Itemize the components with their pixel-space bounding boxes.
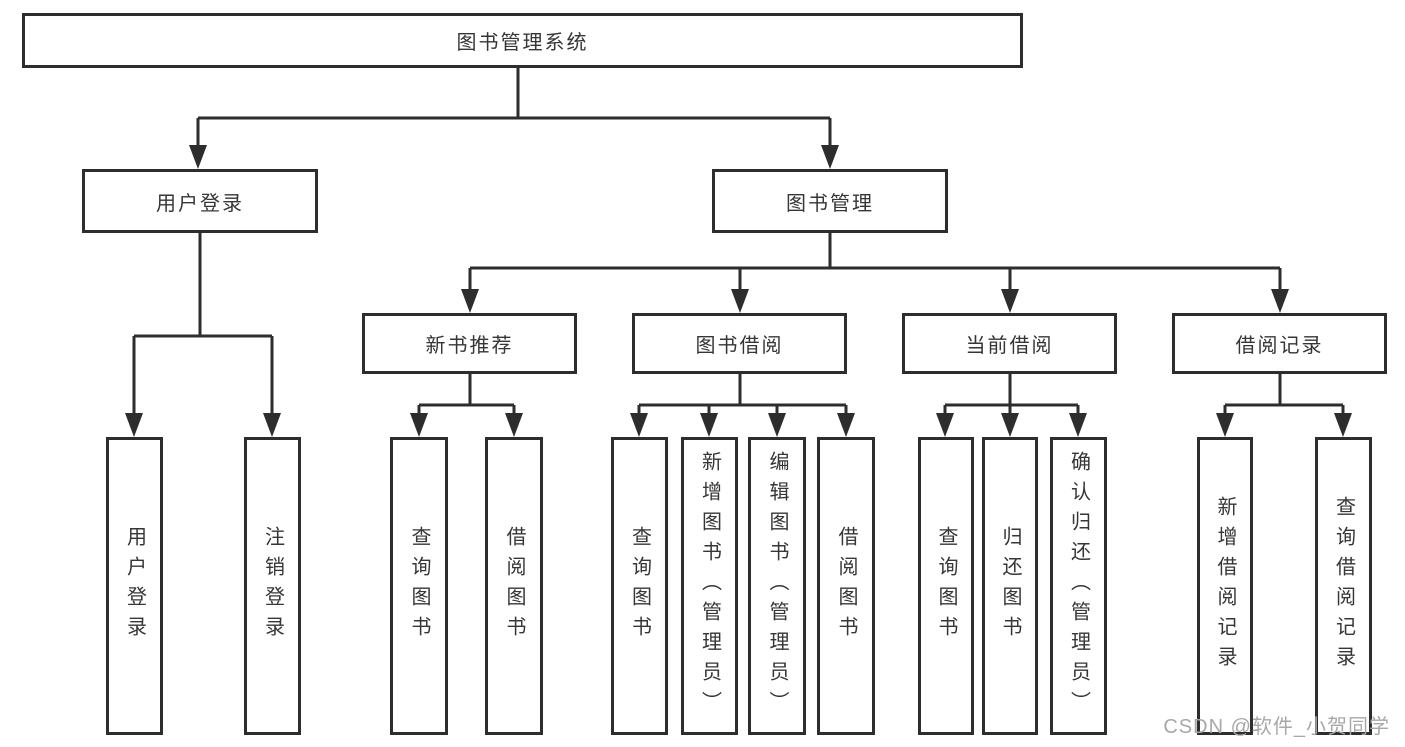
edge-book-mgmt-children (468, 233, 1282, 294)
leaf-label: 新增图书（管理员） (698, 451, 721, 721)
leaf-label: 查询图书 (408, 526, 430, 646)
leaf-borrow-books: 借阅图书 (817, 437, 875, 735)
arrow-down-icon (189, 145, 207, 169)
arrow-down-icon (821, 145, 839, 169)
node-label: 新书推荐 (425, 335, 514, 357)
leaf-borrow-books-recommend: 借阅图书 (485, 437, 543, 735)
leaf-query-books-borrowing: 查询图书 (611, 437, 668, 735)
leaf-label: 用户登录 (123, 526, 146, 646)
connector-lines (132, 68, 1345, 418)
node-user-login: 用户登录 (82, 169, 318, 233)
leaf-label: 新增借阅记录 (1214, 496, 1236, 676)
edge-root-to-level2 (196, 68, 832, 150)
arrow-down-icon (505, 413, 523, 437)
arrow-down-icon (700, 413, 718, 437)
leaf-add-books-admin: 新增图书（管理员） (681, 437, 738, 735)
leaf-logout: 注销登录 (244, 437, 301, 735)
arrow-down-icon (731, 289, 749, 313)
node-borrowing-records: 借阅记录 (1172, 313, 1387, 374)
leaf-confirm-return-admin: 确认归还（管理员） (1050, 437, 1107, 735)
leaf-label: 查询图书 (628, 526, 651, 646)
edge-new-rec-children (417, 374, 516, 418)
leaf-label: 借阅图书 (503, 526, 525, 646)
arrow-down-icon (1216, 413, 1234, 437)
arrow-down-icon (263, 413, 281, 437)
arrow-down-icon (1001, 289, 1019, 313)
arrow-down-icon (125, 413, 143, 437)
arrow-down-icon (630, 413, 648, 437)
leaf-label: 编辑图书（管理员） (766, 451, 788, 721)
arrow-down-icon (936, 413, 954, 437)
arrow-down-icon (1271, 289, 1289, 313)
edge-user-login-children (132, 233, 274, 418)
node-library-system: 图书管理系统 (22, 13, 1023, 68)
edge-cur-borrow-children (943, 374, 1080, 418)
leaf-label: 注销登录 (261, 526, 284, 646)
node-label: 用户登录 (156, 192, 244, 215)
node-new-book-recommendation: 新书推荐 (362, 313, 577, 374)
node-book-management: 图书管理 (712, 169, 948, 233)
csdn-watermark: CSDN @软件_小贺同学 (1163, 716, 1390, 738)
leaf-query-books-recommend: 查询图书 (390, 437, 448, 735)
leaf-label: 借阅图书 (835, 526, 857, 646)
node-label: 图书管理系统 (456, 32, 589, 54)
leaf-edit-books-admin: 编辑图书（管理员） (748, 437, 806, 735)
leaf-label: 查询借阅记录 (1332, 496, 1355, 676)
node-label: 图书管理 (786, 192, 874, 215)
leaf-query-books-current: 查询图书 (918, 437, 974, 735)
leaf-label: 归还图书 (999, 526, 1021, 646)
arrow-down-icon (461, 289, 479, 313)
leaf-add-borrow-record: 新增借阅记录 (1197, 437, 1253, 735)
leaf-query-borrow-record: 查询借阅记录 (1315, 437, 1372, 735)
arrow-down-icon (768, 413, 786, 437)
arrowhead-icons (125, 145, 1352, 437)
arrow-down-icon (1334, 413, 1352, 437)
arrow-down-icon (1069, 413, 1087, 437)
edge-borrow-rec-children (1223, 374, 1345, 418)
arrow-down-icon (837, 413, 855, 437)
node-label: 当前借阅 (965, 335, 1054, 357)
node-current-borrowing: 当前借阅 (902, 313, 1117, 374)
node-label: 借阅记录 (1235, 335, 1324, 357)
leaf-label: 确认归还（管理员） (1067, 451, 1090, 721)
leaf-label: 查询图书 (935, 526, 957, 646)
node-label: 图书借阅 (695, 335, 784, 357)
node-book-borrowing: 图书借阅 (632, 313, 847, 374)
edge-book-borrow-children (637, 374, 848, 418)
leaf-user-login: 用户登录 (106, 437, 163, 735)
arrow-down-icon (1001, 413, 1019, 437)
leaf-return-books: 归还图书 (982, 437, 1038, 735)
arrow-down-icon (410, 413, 428, 437)
